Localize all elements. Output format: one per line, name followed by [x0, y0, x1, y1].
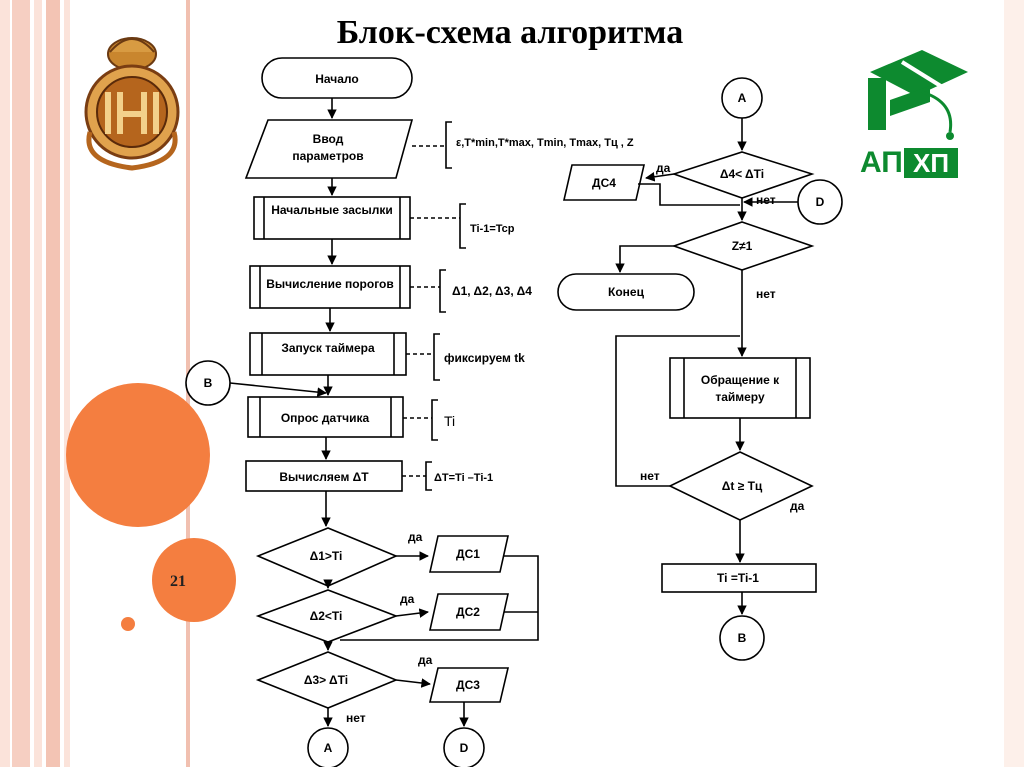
connector-a-left	[307, 727, 349, 767]
connector-b-left-label: B	[204, 376, 213, 390]
input-parallelogram	[244, 119, 414, 179]
graduation-cap-logo-icon	[868, 50, 968, 140]
sensor-label: Опрос датчика	[281, 411, 370, 425]
tcond-label: Δt ≥ Tц	[722, 479, 763, 493]
decor-stripe	[12, 0, 30, 767]
connector-d-right-label: D	[816, 195, 825, 209]
flow-lines-right	[615, 118, 798, 615]
assign-label: Ti =Ti-1	[717, 571, 759, 585]
thresholds-label: Вычисление порогов	[266, 277, 394, 291]
slide-number: 21	[170, 573, 186, 590]
cond3-yes: да	[418, 653, 433, 667]
timer-access-process	[669, 357, 811, 419]
delta-note: ΔT=Ti –Ti-1	[434, 472, 493, 484]
connector-d-left	[443, 727, 485, 767]
init-note: Ti-1=Tcp	[470, 223, 515, 235]
timer-access-label-2: таймеру	[715, 390, 765, 404]
decor-stripe	[64, 0, 70, 767]
decor-stripe	[34, 0, 42, 767]
cond2-label: Δ2<Ti	[310, 609, 343, 623]
cond1-label: Δ1>Ti	[310, 549, 343, 563]
cond4-label: Δ4< ΔTi	[720, 167, 764, 181]
decor-circle-small	[121, 617, 135, 631]
decor-circle-medium	[152, 538, 236, 622]
cond4-no: нет	[756, 193, 776, 207]
delta-process	[245, 460, 403, 492]
cond2-yes: да	[400, 592, 415, 606]
delta-label: Вычисляем ΔT	[279, 470, 369, 484]
logo-text: АП ХП	[860, 146, 972, 180]
page-title: Блок-схема алгоритма	[336, 14, 684, 51]
thresholds-note: Δ1, Δ2, Δ3, Δ4	[452, 284, 532, 298]
timer-access-label-1: Обращение к	[701, 373, 780, 387]
input-label-1: Ввод	[313, 132, 344, 146]
flow-lines-left	[229, 98, 539, 727]
assign-process	[661, 563, 817, 593]
tcond-yes: да	[790, 499, 805, 513]
decor-stripe	[0, 0, 10, 767]
decor-stripe	[46, 0, 60, 767]
input-label-2: параметров	[292, 149, 363, 163]
logo-text-right: ХП	[904, 148, 958, 178]
zcond-no: нет	[756, 287, 776, 301]
connector-b-right-label: B	[738, 631, 747, 645]
timer-start-label: Запуск таймера	[281, 341, 375, 355]
sensor-process	[247, 396, 404, 438]
start-label: Начало	[315, 72, 358, 86]
sensor-note: Ti	[444, 413, 455, 429]
cond4-yes: да	[656, 161, 671, 175]
ds4-output	[562, 164, 646, 201]
connector-d-left-label: D	[460, 741, 469, 755]
ds3-output	[428, 667, 510, 703]
end-terminal	[557, 273, 695, 311]
cond3-label: Δ3> ΔTi	[304, 673, 348, 687]
tcond-no: нет	[640, 469, 660, 483]
ds2-output	[429, 593, 509, 631]
zcond-label: Z≠1	[732, 239, 753, 253]
ds2-label: ДС2	[456, 605, 480, 619]
ds4-label: ДС4	[592, 176, 616, 190]
connector-a-left-label: A	[324, 741, 333, 755]
connector-b-right	[719, 615, 765, 661]
decor-circle-large	[66, 383, 210, 527]
crest-emblem-icon	[84, 37, 180, 171]
ds3-label: ДС3	[456, 678, 480, 692]
ds1-output	[429, 535, 509, 573]
cond3-no: нет	[346, 711, 366, 725]
logo-text-left: АП	[860, 146, 903, 179]
init-process	[253, 196, 411, 240]
input-note-bracket	[445, 121, 452, 169]
ds1-label: ДС1	[456, 547, 480, 561]
init-label: Начальные засылки	[271, 203, 393, 217]
input-note: ε,T*min,T*max, Tmin, Tmax, Tц , Z	[456, 137, 634, 149]
end-label: Конец	[608, 285, 645, 299]
start-terminal	[261, 57, 413, 99]
timer-note: фиксируем tk	[444, 351, 525, 365]
cond1-yes: да	[408, 530, 423, 544]
connector-a-right-label: A	[738, 91, 747, 105]
decor-stripe	[1004, 0, 1024, 767]
